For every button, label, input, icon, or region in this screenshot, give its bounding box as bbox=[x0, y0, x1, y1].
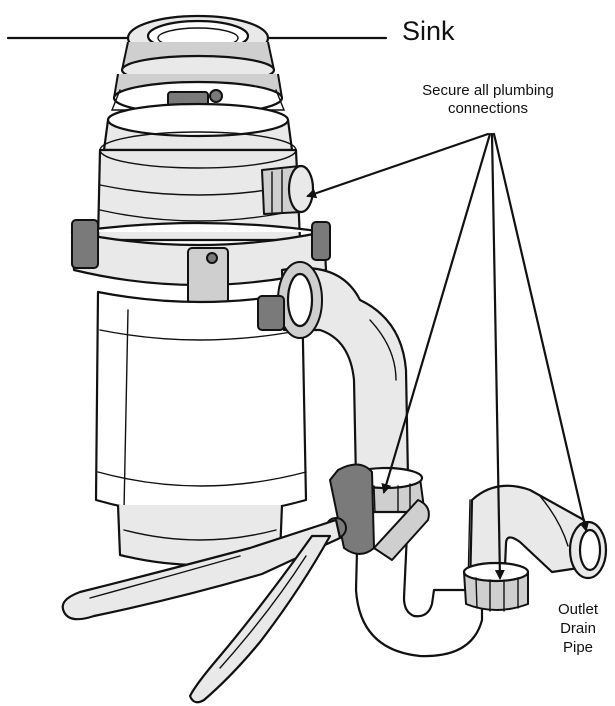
pointer-to-trap-nut bbox=[490, 132, 505, 580]
disposer-body bbox=[70, 102, 331, 567]
outlet-label-line-3: Pipe bbox=[562, 639, 594, 656]
callout-pointers bbox=[306, 132, 590, 580]
mounting-lug-left bbox=[71, 219, 99, 269]
sink-flange bbox=[6, 14, 388, 116]
sink-label-text: Sink bbox=[402, 16, 455, 46]
dishwasher-inlet bbox=[261, 164, 315, 215]
pliers-handle-lower bbox=[188, 534, 332, 704]
pointer-to-tailpiece-nut bbox=[381, 132, 492, 494]
secure-label-line-1: Secure all plumbing bbox=[422, 82, 554, 99]
sink-label: Sink bbox=[402, 16, 455, 47]
secure-label-line-2: connections bbox=[447, 100, 529, 117]
outlet-label-line-1: Outlet bbox=[557, 601, 599, 618]
discharge-tube bbox=[257, 261, 410, 482]
slip-nut-trap bbox=[462, 561, 530, 612]
pointer-to-outlet bbox=[492, 132, 590, 532]
outlet-label-line-2: Drain bbox=[560, 620, 596, 637]
mounting-lug-right bbox=[311, 221, 331, 261]
outlet-drain-pipe-label: Outlet Drain Pipe bbox=[548, 600, 608, 657]
pliers-jaw-lower bbox=[373, 499, 430, 561]
pointer-to-inlet bbox=[306, 132, 490, 199]
pliers-handle-upper bbox=[61, 518, 342, 621]
secure-connections-label: Secure all plumbing connections bbox=[388, 82, 588, 118]
pliers-tool bbox=[61, 463, 430, 704]
